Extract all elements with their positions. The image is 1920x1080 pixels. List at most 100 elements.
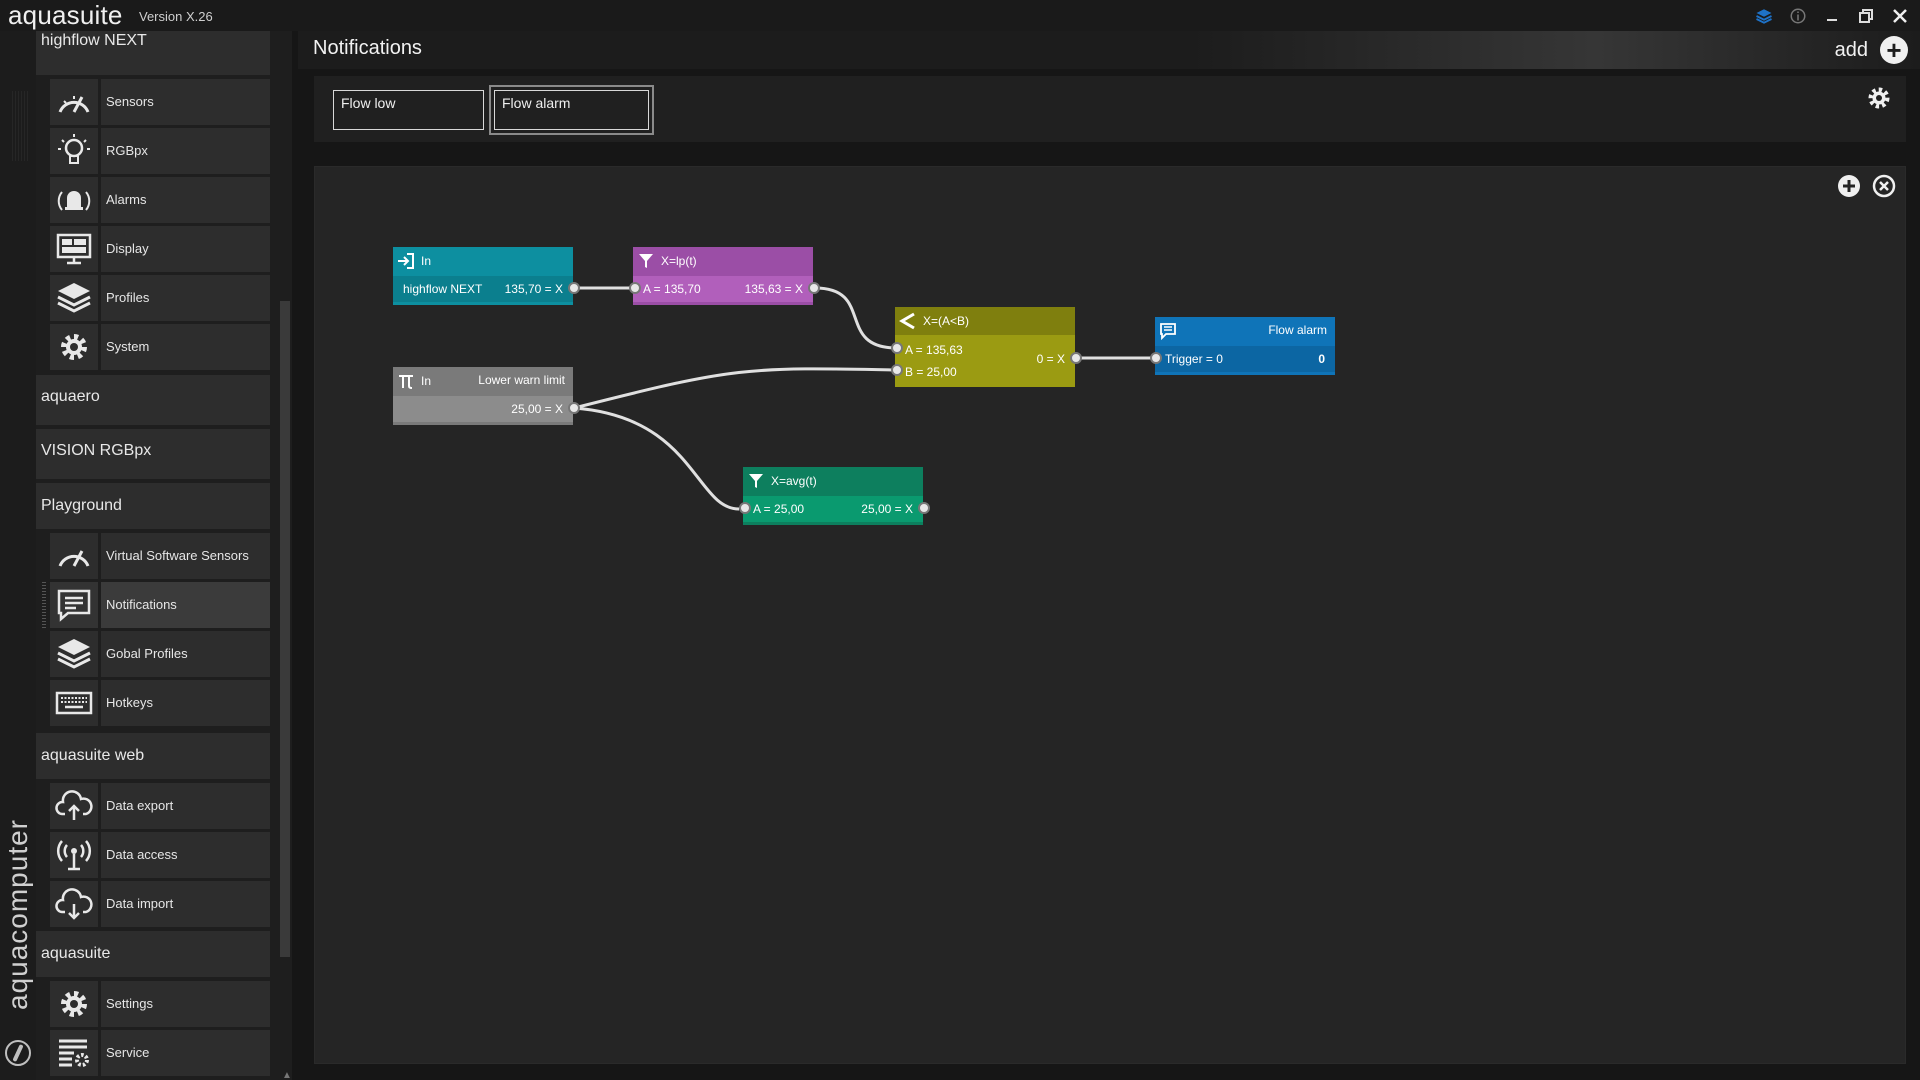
node-title: Flow alarm (1268, 323, 1327, 337)
message-icon (50, 582, 98, 628)
sidebar-item-label: Service (101, 1030, 270, 1076)
group-aquasuite[interactable]: aquasuite (36, 931, 270, 977)
close-circle-icon[interactable] (1871, 173, 1897, 199)
filter-icon (749, 474, 763, 488)
title-bar: aquasuite Version X.26 (0, 0, 1920, 31)
output-port[interactable] (568, 282, 580, 294)
decorative-pattern (12, 91, 30, 161)
node-lowpass[interactable]: X=lp(t) A = 135,70 135,63 = X (633, 247, 813, 305)
alarm-bell-icon (50, 177, 98, 223)
group-vision-rgbpx[interactable]: VISION RGBpx (36, 429, 270, 479)
group-playground[interactable]: Playground (36, 483, 270, 529)
node-in-lower-warn-limit[interactable]: In Lower warn limit 25,00 = X (393, 367, 573, 425)
node-value: 0 (1318, 352, 1325, 366)
sidebar-item-hotkeys[interactable]: Hotkeys (50, 680, 270, 726)
output-port[interactable] (1070, 352, 1082, 364)
node-io-row: A = 25,00 25,00 = X (743, 496, 923, 522)
sidebar-item-service[interactable]: Service (50, 1030, 270, 1076)
sidebar-item-label: Sensors (101, 79, 270, 125)
input-port-a[interactable] (891, 342, 903, 354)
sidebar-item-global-profiles[interactable]: Gobal Profiles (50, 631, 270, 677)
input-port[interactable] (1150, 352, 1162, 364)
gauge-icon (50, 79, 98, 125)
node-source: highflow NEXT (403, 282, 483, 296)
sidebar-item-label: Gobal Profiles (101, 631, 270, 677)
app-name: aquasuite (8, 0, 123, 30)
message-icon (1160, 323, 1176, 340)
input-port[interactable] (739, 502, 751, 514)
output-port[interactable] (808, 282, 820, 294)
sidebar-item-label: Virtual Software Sensors (101, 533, 270, 579)
layers-status-icon[interactable] (1754, 5, 1774, 27)
node-header: X=lp(t) (633, 247, 813, 275)
node-value: 135,63 = X (744, 282, 803, 296)
sidebar-item-alarms[interactable]: Alarms (50, 177, 270, 223)
node-input-b: B = 25,00 (905, 365, 957, 379)
sidebar-item-sensors[interactable]: Sensors (50, 79, 270, 125)
node-input-b-row: B = 25,00 (895, 359, 1075, 385)
node-editor-canvas[interactable]: In highflow NEXT 135,70 = X X=lp(t) A = … (314, 166, 1906, 1064)
node-compare[interactable]: X=(A<B) A = 135,63 B = 25,00 0 = X (895, 307, 1075, 387)
output-port[interactable] (568, 402, 580, 414)
gear-icon[interactable] (1865, 84, 1893, 112)
restore-button[interactable] (1856, 5, 1876, 27)
minimize-button[interactable] (1822, 5, 1842, 27)
sidebar-item-display[interactable]: Display (50, 226, 270, 272)
sidebar-item-label: System (101, 324, 270, 370)
sidebar-item-label: RGBpx (101, 128, 270, 174)
sidebar-item-data-export[interactable]: Data export (50, 783, 270, 829)
tab-flow-low[interactable]: Flow low (333, 90, 484, 130)
group-aquasuite-web[interactable]: aquasuite web (36, 733, 270, 779)
antenna-icon (50, 832, 98, 878)
sidebar-scrollbar[interactable] (280, 301, 290, 957)
sidebar-item-rgbpx[interactable]: RGBpx (50, 128, 270, 174)
scroll-arrows-icon[interactable]: ▲▼ (282, 1070, 292, 1080)
sidebar-item-label: Display (101, 226, 270, 272)
cloud-download-icon (50, 881, 98, 927)
less-than-icon (899, 312, 915, 330)
node-title: X=(A<B) (923, 314, 970, 328)
sidebar-item-system[interactable]: System (50, 324, 270, 370)
app-version: Version X.26 (139, 9, 213, 24)
close-button[interactable] (1890, 5, 1910, 27)
node-average[interactable]: X=avg(t) A = 25,00 25,00 = X (743, 467, 923, 525)
tab-flow-alarm[interactable]: Flow alarm (489, 85, 654, 135)
output-port[interactable] (918, 502, 930, 514)
sidebar-item-label: Data import (101, 881, 270, 927)
add-node-icon[interactable] (1836, 173, 1862, 199)
group-highflow-next[interactable]: highflow NEXT (36, 31, 270, 75)
aquacomputer-logo-icon (5, 1040, 31, 1066)
node-output-row: highflow NEXT 135,70 = X (393, 276, 573, 302)
node-in-highflow[interactable]: In highflow NEXT 135,70 = X (393, 247, 573, 305)
sidebar-item-settings[interactable]: Settings (50, 981, 270, 1027)
sidebar-item-label: Profiles (101, 275, 270, 321)
display-icon (50, 226, 98, 272)
node-header: X=(A<B) (895, 307, 1075, 335)
node-value: 25,00 = X (511, 402, 563, 416)
add-button[interactable]: + (1880, 36, 1908, 64)
sidebar: highflow NEXT Sensors RGBpx Alarms Displ… (36, 31, 292, 1080)
input-arrow-icon (398, 253, 414, 269)
input-port-b[interactable] (891, 364, 903, 376)
sidebar-item-data-import[interactable]: Data import (50, 881, 270, 927)
node-value: 25,00 = X (861, 502, 913, 516)
group-aquaero[interactable]: aquaero (36, 375, 270, 425)
node-header: In Lower warn limit (393, 367, 573, 395)
brand-strip (0, 31, 36, 1080)
cloud-upload-icon (50, 783, 98, 829)
sidebar-item-virtual-software-sensors[interactable]: Virtual Software Sensors (50, 533, 270, 579)
window-controls (1754, 4, 1910, 28)
sidebar-item-data-access[interactable]: Data access (50, 832, 270, 878)
node-header: X=avg(t) (743, 467, 923, 495)
node-flow-alarm[interactable]: Flow alarm Trigger = 0 0 (1155, 317, 1335, 375)
node-input-a: A = 135,63 (905, 343, 963, 357)
info-icon[interactable] (1788, 5, 1808, 27)
service-list-icon (50, 1030, 98, 1076)
sidebar-item-profiles[interactable]: Profiles (50, 275, 270, 321)
layers-icon (50, 275, 98, 321)
sidebar-item-notifications[interactable]: Notifications (42, 582, 270, 628)
connection-wires (573, 286, 1162, 511)
gear-icon (50, 981, 98, 1027)
input-port[interactable] (629, 282, 641, 294)
add-label[interactable]: add (1834, 39, 1868, 61)
